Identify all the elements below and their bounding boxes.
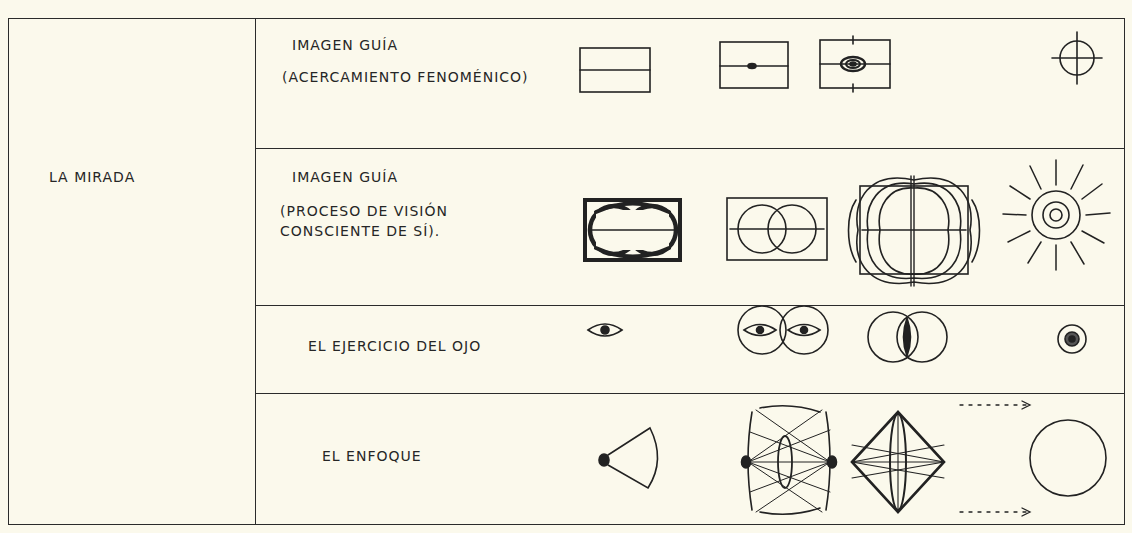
cell-heading: IMAGEN GUÍA <box>292 167 572 187</box>
table-row-cell: EL EJERCICIO DEL OJO <box>255 305 1125 394</box>
table-header-cell: LA MIRADA <box>8 18 256 525</box>
cell-heading: EL ENFOQUE <box>322 446 572 466</box>
table-row-cell: IMAGEN GUÍA (ACERCAMIENTO FENOMÉNICO) <box>255 18 1125 149</box>
table-row-cell: IMAGEN GUÍA (PROCESO DE VISIÓN CONSCIENTE… <box>255 148 1125 306</box>
cell-heading: LA MIRADA <box>49 167 239 187</box>
cell-note: (PROCESO DE VISIÓN CONSCIENTE DE SÍ). <box>280 201 530 242</box>
table-row-cell: EL ENFOQUE <box>255 393 1125 525</box>
cell-heading: IMAGEN GUÍA <box>292 35 572 55</box>
cell-note: (ACERCAMIENTO FENOMÉNICO) <box>282 67 572 87</box>
cell-heading: EL EJERCICIO DEL OJO <box>308 336 578 356</box>
